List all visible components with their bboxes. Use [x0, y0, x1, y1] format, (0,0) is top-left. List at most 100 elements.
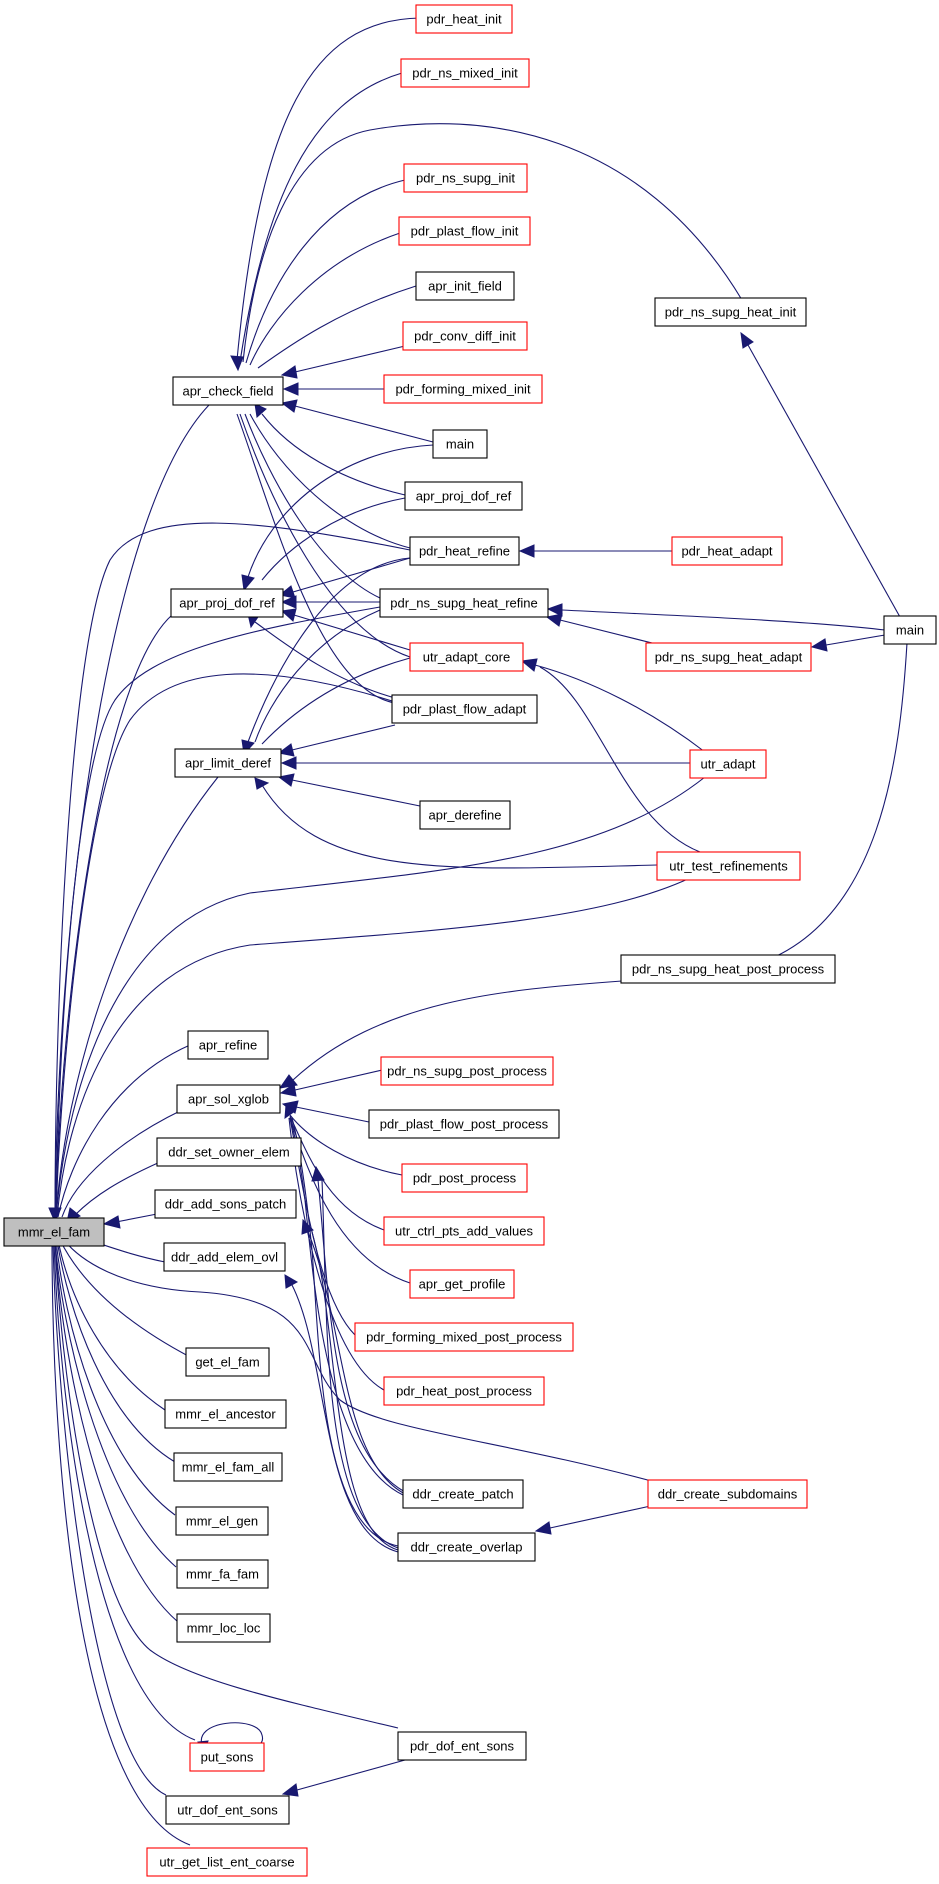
- node-apr-limit-deref[interactable]: apr_limit_deref: [174, 748, 282, 778]
- node-label: pdr_ns_supg_heat_init: [665, 305, 797, 320]
- node-pdr-heat-post-process[interactable]: pdr_heat_post_process: [383, 1376, 545, 1406]
- edge-pdr-dof-ent-sons-to-utr-dof-ent-sons: [281, 1759, 406, 1797]
- node-ddr-create-patch[interactable]: ddr_create_patch: [402, 1479, 524, 1509]
- edge-pdr-ns-supg-heat-adapt-to-pdr-ns-supg-heat-refine: [545, 613, 661, 646]
- edge-pdr-heat-refine-to-apr-proj-dof-ref: [278, 557, 411, 599]
- node-utr-ctrl-pts-add-values[interactable]: utr_ctrl_pts_add_values: [383, 1216, 545, 1246]
- edge-utr-test-refinements-to-utr-adapt-core: [539, 666, 701, 853]
- node-pdr-plast-flow-adapt[interactable]: pdr_plast_flow_adapt: [391, 694, 538, 724]
- node-box: [654, 297, 807, 327]
- node-box: [185, 1347, 270, 1377]
- node-box: [354, 1322, 574, 1352]
- edge-ddr-create-overlap-to-ddr-add-sons-patch: [311, 1231, 399, 1551]
- edge-pdr-ns-supg-heat-refine-to-apr-check-field: [244, 413, 381, 599]
- node-main-mid[interactable]: main: [432, 429, 488, 459]
- node-mmr-el-ancestor[interactable]: mmr_el_ancestor: [164, 1399, 287, 1429]
- node-mmr-el-fam[interactable]: mmr_el_fam: [3, 1217, 105, 1247]
- node-pdr-ns-supg-heat-init[interactable]: pdr_ns_supg_heat_init: [654, 297, 807, 327]
- edge-main-right-to-pdr-ns-supg-heat-init: [740, 331, 901, 618]
- node-main-right[interactable]: main: [883, 615, 937, 645]
- node-ddr-add-sons-patch[interactable]: ddr_add_sons_patch: [154, 1189, 297, 1219]
- node-utr-adapt[interactable]: utr_adapt: [689, 749, 767, 779]
- node-label: ddr_add_sons_patch: [165, 1197, 286, 1212]
- node-box: [3, 1217, 105, 1247]
- edge-pdr-ns-supg-post-process-to-apr-sol-xglob: [279, 1069, 383, 1097]
- node-pdr-dof-ent-sons[interactable]: pdr_dof_ent_sons: [397, 1731, 527, 1761]
- node-utr-get-list-ent-coarse[interactable]: utr_get_list_ent_coarse: [146, 1847, 308, 1877]
- node-pdr-ns-supg-post-process[interactable]: pdr_ns_supg_post_process: [380, 1056, 554, 1086]
- node-pdr-ns-supg-init[interactable]: pdr_ns_supg_init: [403, 163, 528, 193]
- edge-pdr-ns-supg-init-to-apr-check-field: [245, 179, 406, 364]
- node-box: [146, 1847, 308, 1877]
- node-label: pdr_ns_supg_init: [416, 171, 515, 186]
- edge-apr-limit-deref-to-mmr-el-fam: [55, 776, 219, 1218]
- node-box: [620, 954, 836, 984]
- edge-apr-sol-xglob-to-mmr-el-fam: [61, 1109, 183, 1218]
- node-pdr-heat-refine[interactable]: pdr_heat_refine: [409, 536, 520, 566]
- edge-mmr-loc-loc-to-mmr-el-fam: [54, 1239, 179, 1623]
- node-label: apr_derefine: [429, 808, 502, 823]
- node-mmr-fa-fam[interactable]: mmr_fa_fam: [176, 1559, 269, 1589]
- edge-pdr-conv-diff-init-to-apr-check-field: [280, 345, 406, 379]
- node-get-el-fam[interactable]: get_el_fam: [185, 1347, 270, 1377]
- node-label: mmr_el_fam_all: [182, 1460, 275, 1475]
- edge-main-mid-to-apr-proj-dof-ref: [241, 444, 434, 592]
- node-apr-proj-dof-ref-l[interactable]: apr_proj_dof_ref: [170, 588, 284, 618]
- edge-pdr-heat-refine-to-apr-check-field: [249, 413, 411, 549]
- node-pdr-plast-flow-init[interactable]: pdr_plast_flow_init: [398, 216, 531, 246]
- node-mmr-el-gen[interactable]: mmr_el_gen: [175, 1506, 269, 1536]
- node-pdr-forming-mixed-init[interactable]: pdr_forming_mixed_init: [383, 374, 543, 404]
- node-pdr-conv-diff-init[interactable]: pdr_conv_diff_init: [402, 321, 528, 351]
- node-apr-derefine[interactable]: apr_derefine: [419, 800, 511, 830]
- edge-utr-get-list-ent-coarse-to-mmr-el-fam: [51, 1239, 191, 1846]
- node-utr-adapt-core[interactable]: utr_adapt_core: [409, 642, 524, 672]
- node-pdr-ns-supg-heat-refine[interactable]: pdr_ns_supg_heat_refine: [379, 588, 549, 618]
- edge-apr-init-field-to-apr-check-field: [257, 285, 417, 369]
- node-apr-proj-dof-ref-r[interactable]: apr_proj_dof_ref: [404, 481, 523, 511]
- node-ddr-set-owner-elem[interactable]: ddr_set_owner_elem: [156, 1137, 302, 1167]
- node-box: [401, 1163, 528, 1193]
- node-pdr-forming-mixed-post-process[interactable]: pdr_forming_mixed_post_process: [354, 1322, 574, 1352]
- node-apr-refine[interactable]: apr_refine: [187, 1030, 269, 1060]
- node-pdr-ns-mixed-init[interactable]: pdr_ns_mixed_init: [400, 58, 530, 88]
- node-ddr-add-elem-ovl[interactable]: ddr_add_elem_ovl: [163, 1242, 286, 1272]
- node-label: pdr_plast_flow_init: [411, 224, 519, 239]
- node-pdr-ns-supg-heat-adapt[interactable]: pdr_ns_supg_heat_adapt: [645, 642, 812, 672]
- node-pdr-ns-supg-heat-post-process[interactable]: pdr_ns_supg_heat_post_process: [620, 954, 836, 984]
- node-apr-get-profile[interactable]: apr_get_profile: [409, 1269, 515, 1299]
- node-pdr-post-process[interactable]: pdr_post_process: [401, 1163, 528, 1193]
- node-box: [383, 1216, 545, 1246]
- node-label: pdr_ns_supg_heat_adapt: [655, 650, 803, 665]
- node-ddr-create-subdomains[interactable]: ddr_create_subdomains: [647, 1479, 808, 1509]
- node-pdr-plast-flow-post-process[interactable]: pdr_plast_flow_post_process: [368, 1109, 560, 1139]
- node-utr-dof-ent-sons[interactable]: utr_dof_ent_sons: [165, 1795, 290, 1825]
- node-box: [656, 851, 801, 881]
- node-label: pdr_conv_diff_init: [414, 329, 516, 344]
- node-label: mmr_el_ancestor: [175, 1407, 276, 1422]
- node-apr-init-field[interactable]: apr_init_field: [415, 271, 515, 301]
- node-box: [409, 1269, 515, 1299]
- node-pdr-heat-init[interactable]: pdr_heat_init: [415, 4, 513, 34]
- node-box: [402, 321, 528, 351]
- node-box: [402, 1479, 524, 1509]
- node-pdr-heat-adapt[interactable]: pdr_heat_adapt: [671, 536, 783, 566]
- node-ddr-create-overlap[interactable]: ddr_create_overlap: [397, 1532, 536, 1562]
- node-utr-test-refinements[interactable]: utr_test_refinements: [656, 851, 801, 881]
- edge-pdr-heat-refine-to-mmr-el-fam: [54, 522, 411, 1218]
- node-mmr-el-fam-all[interactable]: mmr_el_fam_all: [173, 1452, 283, 1482]
- node-box: [689, 749, 767, 779]
- edge-pdr-ns-supg-heat-refine-to-apr-limit-deref: [254, 609, 381, 743]
- edge-utr-adapt-to-mmr-el-fam: [55, 776, 706, 1218]
- node-apr-sol-xglob[interactable]: apr_sol_xglob: [176, 1084, 281, 1114]
- node-label: utr_ctrl_pts_add_values: [395, 1224, 534, 1239]
- node-label: mmr_el_fam: [18, 1225, 90, 1240]
- node-mmr-loc-loc[interactable]: mmr_loc_loc: [176, 1613, 271, 1643]
- node-label: get_el_fam: [195, 1355, 259, 1370]
- edge-utr-adapt-core-to-apr-check-field: [239, 413, 411, 658]
- node-box: [403, 163, 528, 193]
- node-label: apr_proj_dof_ref: [179, 596, 275, 611]
- node-box: [432, 429, 488, 459]
- node-apr-check-field[interactable]: apr_check_field: [172, 376, 284, 406]
- node-box: [400, 58, 530, 88]
- node-put-sons[interactable]: put_sons: [189, 1742, 265, 1772]
